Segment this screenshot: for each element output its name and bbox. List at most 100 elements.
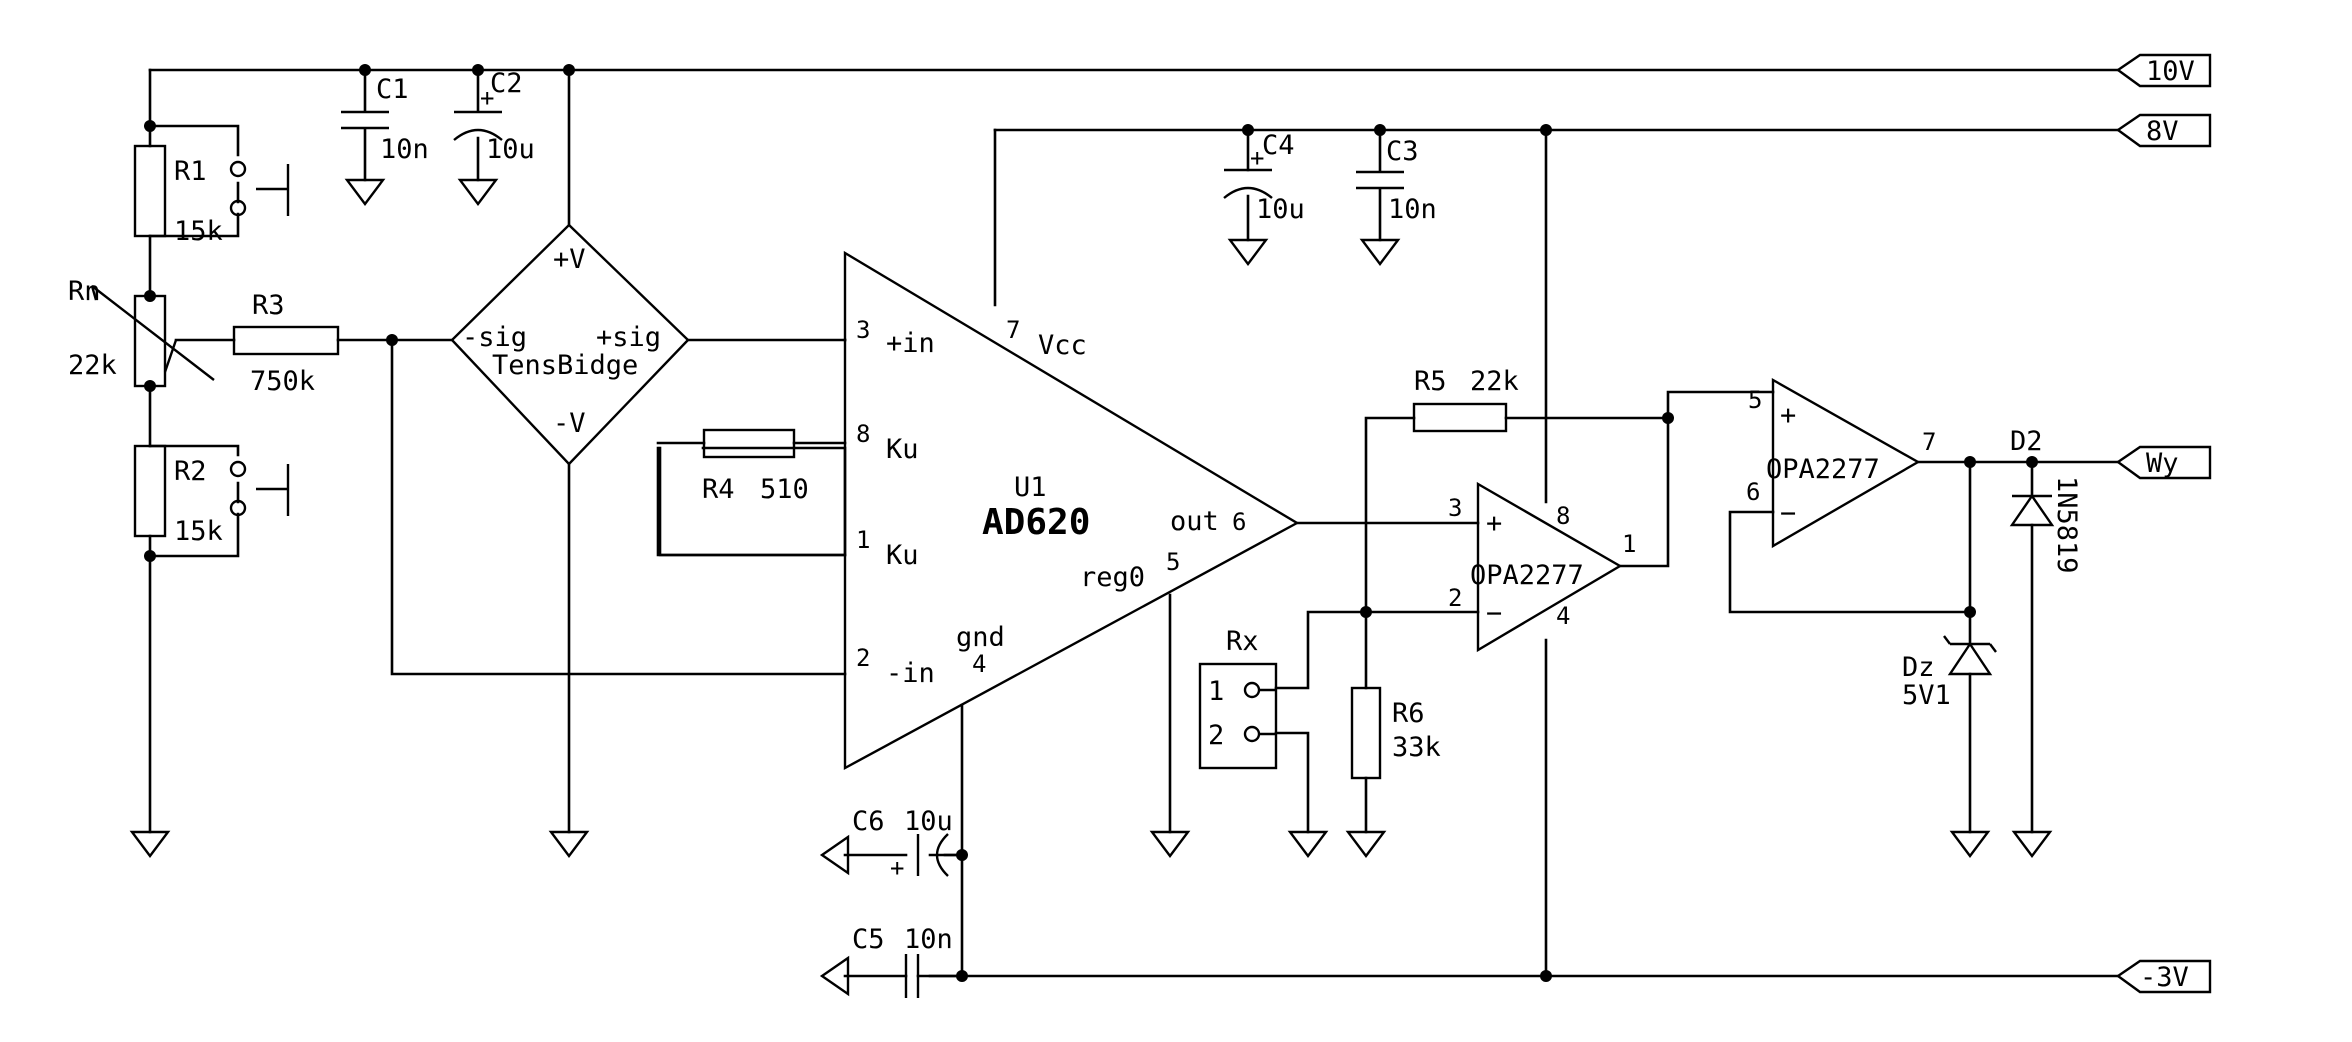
opamp-2: + − OPA2277 5 6 7	[1746, 377, 1936, 549]
resistor-r3	[232, 325, 340, 356]
u1-pin6: 6	[1232, 508, 1246, 536]
r2-value: 15k	[174, 516, 223, 547]
jumper-switches	[229, 160, 290, 517]
resistor-r1	[133, 144, 167, 238]
r5-value: 22k	[1470, 366, 1519, 397]
amp2-plus: +	[1780, 400, 1796, 431]
r4-ref: R4	[702, 474, 735, 505]
r2-ref: R2	[174, 456, 207, 487]
ad620-instrumentation-amp: U1 AD620 3 +in 7 Vcc 8 Ku 1 Ku out 6 reg…	[843, 250, 1300, 771]
c2-ref: C2	[490, 68, 523, 99]
r6-ref: R6	[1392, 698, 1425, 729]
u1-ku1: Ku	[886, 434, 919, 465]
tension-bridge: +V -V -sig +sig TensBidge	[450, 223, 690, 466]
r1-value: 15k	[174, 216, 223, 247]
u1-out: out	[1170, 506, 1219, 537]
amp1-plus: +	[1486, 508, 1502, 539]
u1-pin4: 4	[972, 650, 986, 678]
resistor-r6	[1350, 686, 1382, 780]
u1-pin1: 1	[856, 526, 870, 554]
capacitors	[341, 110, 1404, 998]
u1-pin3: 3	[856, 316, 870, 344]
r4-value: 510	[760, 474, 809, 505]
resistor-r2	[133, 444, 167, 538]
rx-ref: Rx	[1226, 626, 1259, 657]
amp1-pin2: 2	[1448, 584, 1462, 612]
zener-dz	[1943, 635, 1997, 676]
c3-value: 10n	[1388, 194, 1437, 225]
amp1-pin8: 8	[1556, 502, 1570, 530]
u1-pin2: 2	[856, 644, 870, 672]
resistor-r5	[1412, 402, 1508, 433]
amp1-pin4: 4	[1556, 602, 1570, 630]
c6-value: 10u	[904, 806, 953, 837]
u1-in-neg: -in	[886, 658, 935, 689]
r1-ref: R1	[174, 156, 207, 187]
resistors	[90, 144, 1508, 780]
c6-ref: C6	[852, 806, 885, 837]
polarity-marks: + + +	[480, 84, 1264, 882]
c6-plus: +	[890, 854, 904, 882]
amp1-pin3: 3	[1448, 494, 1462, 522]
schottky-d2	[2009, 493, 2055, 527]
u1-vcc: Vcc	[1038, 330, 1087, 361]
u1-ref: U1	[1014, 472, 1047, 503]
amp2-pin7: 7	[1922, 428, 1936, 456]
capacitor-c6	[916, 833, 949, 877]
d2-ref: D2	[2010, 426, 2043, 457]
c4-plus: +	[1250, 144, 1264, 172]
d2-value: 1N5819	[2051, 476, 2082, 574]
c2-value: 10u	[486, 134, 535, 165]
rn-value: 22k	[68, 350, 117, 381]
c4-ref: C4	[1262, 130, 1295, 161]
u1-in-pos: +in	[886, 328, 935, 359]
c5-ref: C5	[852, 924, 885, 955]
capacitor-c5	[904, 954, 920, 998]
amp1-pin1: 1	[1622, 530, 1636, 558]
u1-pin7: 7	[1006, 316, 1020, 344]
amp2-minus: −	[1780, 498, 1796, 529]
u1-part: AD620	[982, 502, 1090, 543]
capacitor-c3	[1356, 170, 1404, 190]
amp2-pin5: 5	[1748, 386, 1762, 414]
net-minus-3v: -3V	[2140, 962, 2189, 993]
c3-ref: C3	[1386, 136, 1419, 167]
dz-value: 5V1	[1902, 680, 1951, 711]
r3-value: 750k	[250, 366, 315, 397]
component-labels: R1 15k R2 15k Rn 22k R3 750k R4 510 R5 2…	[68, 68, 2082, 955]
dz-ref: Dz	[1902, 652, 1935, 683]
rx-pin2: 2	[1208, 720, 1224, 751]
ground-symbols	[129, 178, 2053, 997]
c1-value: 10n	[380, 134, 429, 165]
u1-ku2: Ku	[886, 540, 919, 571]
rx-pin1: 1	[1208, 676, 1224, 707]
bridge-name: TensBidge	[492, 350, 638, 381]
amp1-name: OPA2277	[1470, 560, 1584, 591]
bridge-sig-neg-label: -sig	[462, 322, 527, 353]
r6-value: 33k	[1392, 732, 1441, 763]
net-10v: 10V	[2146, 56, 2195, 87]
net-flags: 10V 8V Wy -3V	[2115, 53, 2212, 994]
junctions	[144, 64, 2038, 982]
wires	[148, 68, 2120, 978]
capacitor-c2	[453, 110, 503, 141]
u1-reg: reg0	[1080, 562, 1145, 593]
diodes	[1943, 493, 2055, 676]
amp2-name: OPA2277	[1766, 454, 1880, 485]
c4-value: 10u	[1256, 194, 1305, 225]
u1-gnd: gnd	[956, 622, 1005, 653]
c1-ref: C1	[376, 74, 409, 105]
net-8v: 8V	[2146, 116, 2179, 147]
u1-pin5: 5	[1166, 548, 1180, 576]
bridge-vpos-label: +V	[553, 244, 586, 275]
capacitor-c1	[341, 110, 389, 130]
rn-ref: Rn	[68, 276, 101, 307]
rx-connector: Rx 1 2	[1198, 626, 1278, 770]
bridge-sig-pos-label: +sig	[596, 322, 661, 353]
potentiometer-rn	[133, 294, 167, 388]
c2-plus: +	[480, 84, 494, 112]
amp1-minus: −	[1486, 598, 1502, 629]
capacitor-c4	[1223, 168, 1273, 199]
r3-ref: R3	[252, 290, 285, 321]
